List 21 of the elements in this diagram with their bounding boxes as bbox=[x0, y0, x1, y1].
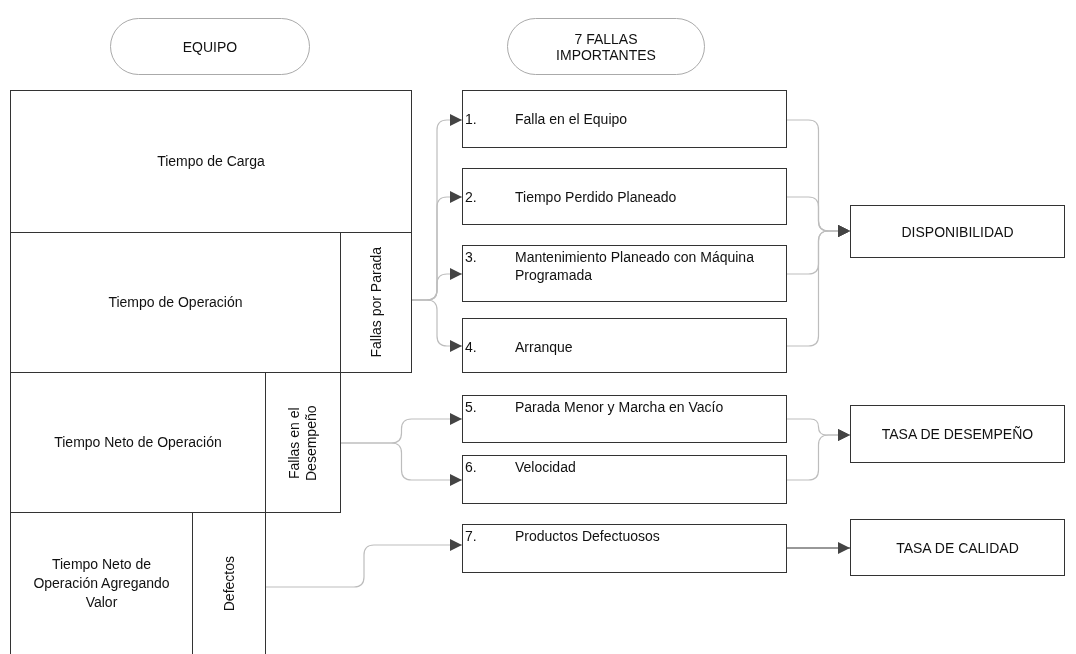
connector-arrow bbox=[340, 442, 463, 486]
result-box: TASA DE CALIDAD bbox=[850, 519, 1065, 576]
result-box: DISPONIBILIDAD bbox=[850, 205, 1065, 258]
result-box: TASA DE DESEMPEÑO bbox=[850, 405, 1065, 463]
loss-box: 6. Velocidad bbox=[462, 455, 787, 504]
connector-arrow bbox=[786, 429, 851, 481]
loss-block: Fallas en el Desempeño bbox=[265, 372, 341, 513]
rounded-header: 7 FALLAS IMPORTANTES bbox=[507, 18, 705, 75]
time-block: Tiempo de Carga bbox=[10, 90, 412, 233]
loss-box: 3. Mantenimiento Planeado con Máquina Programada bbox=[462, 245, 787, 302]
loss-box: 7. Productos Defectuosos bbox=[462, 524, 787, 573]
loss-box: 2. Tiempo Perdido Planeado bbox=[462, 168, 787, 225]
loss-box: 5. Parada Menor y Marcha en Vacío bbox=[462, 395, 787, 443]
connector-arrow bbox=[786, 225, 851, 347]
connector-arrow bbox=[411, 299, 463, 352]
connector-arrow bbox=[265, 539, 463, 588]
rounded-header: EQUIPO bbox=[110, 18, 310, 75]
connector-arrow bbox=[786, 542, 851, 554]
loss-box: 1. Falla en el Equipo bbox=[462, 90, 787, 148]
loss-box: 4. Arranque bbox=[462, 318, 787, 373]
loss-block: Fallas por Parada bbox=[340, 232, 412, 373]
